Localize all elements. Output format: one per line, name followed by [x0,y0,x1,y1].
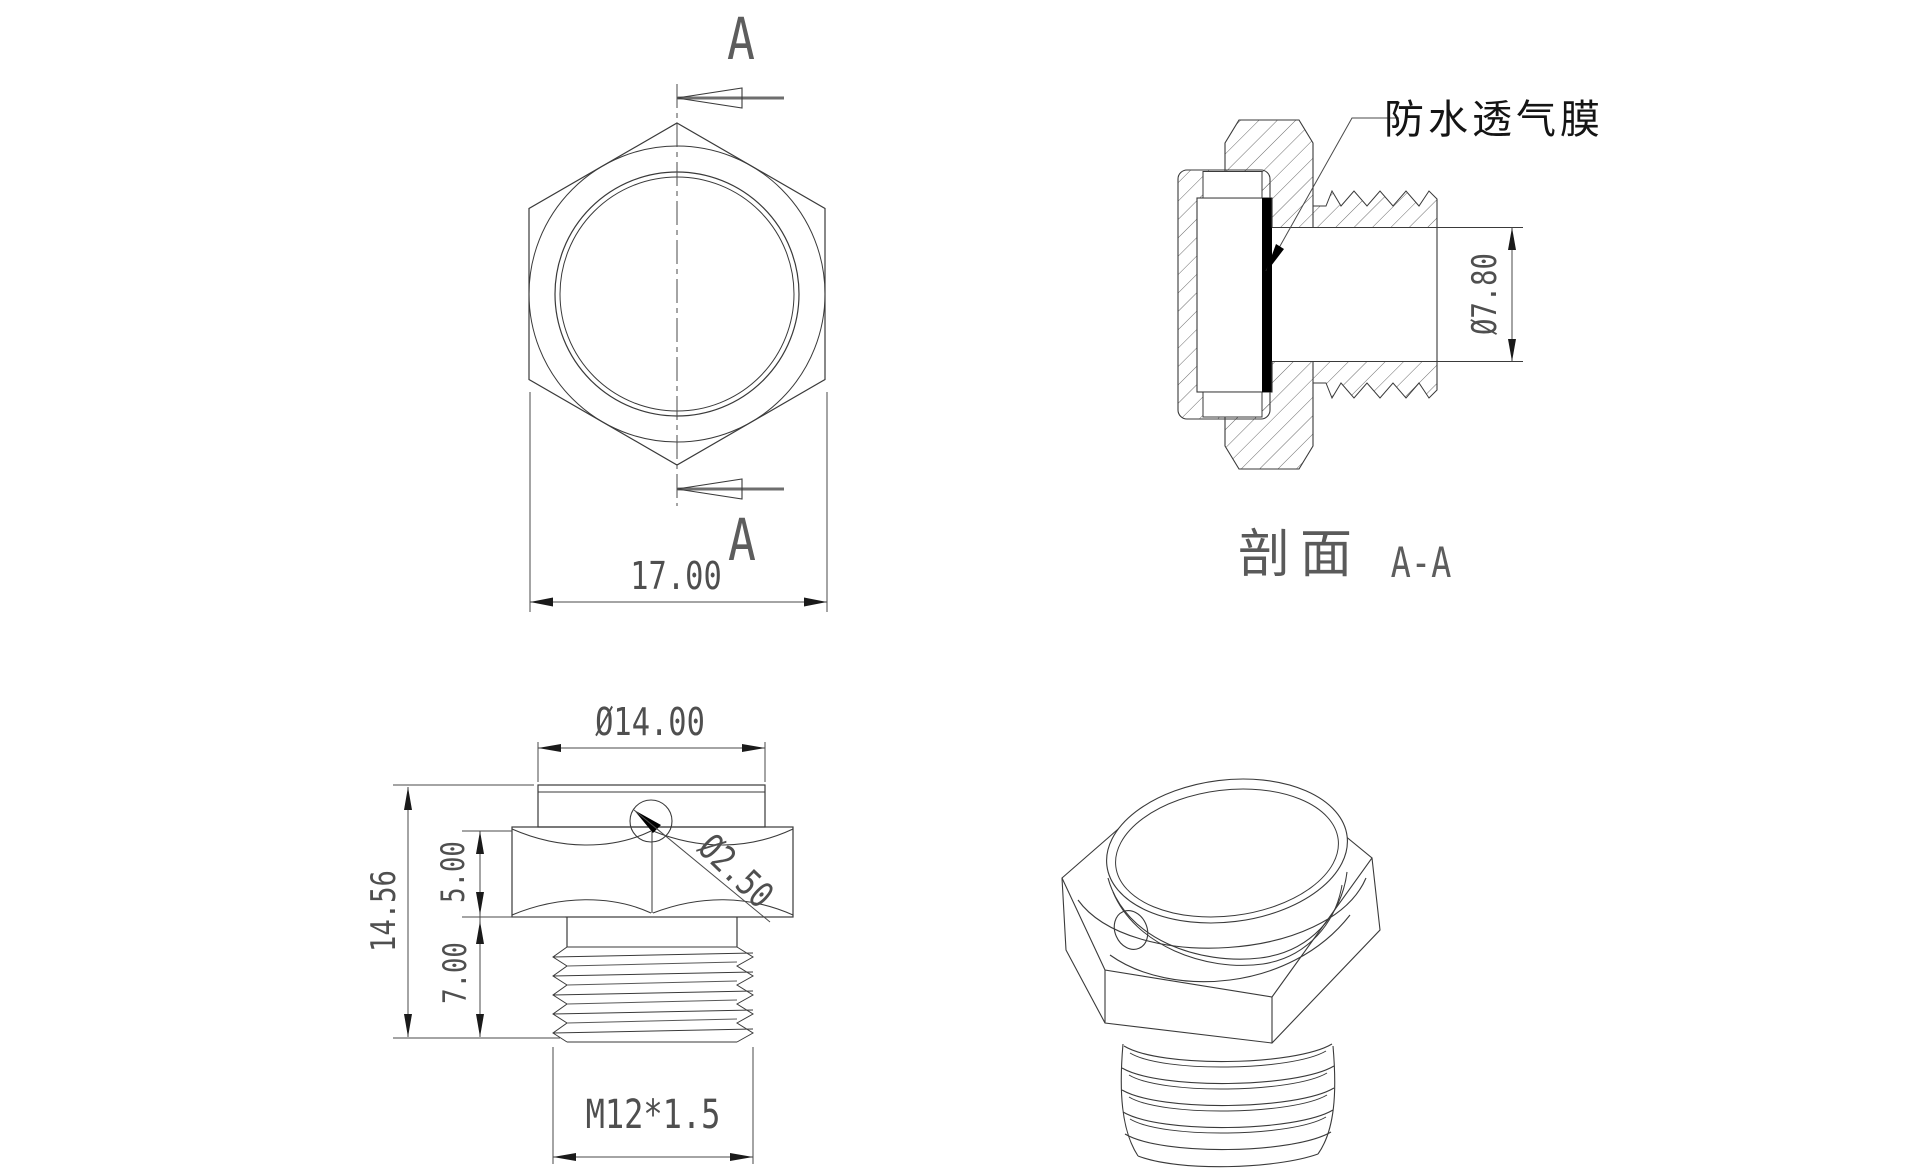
section-label-top: A [727,5,755,73]
side-view [393,742,794,1164]
section-caption: 剖面 [1237,525,1363,585]
dim-thread-spec: M12*1.5 [585,1092,721,1138]
section-view [1177,117,1523,470]
membrane-label: 防水透气膜 [1384,97,1604,143]
dim-across-flats: 17.00 [630,554,722,598]
membrane-bar [1262,198,1272,392]
section-caption-ref: A-A [1390,538,1452,587]
dim-membrane-dia: Ø7.80 [1465,253,1505,335]
dim-overall-height: 14.56 [364,870,404,952]
isometric-view [1061,778,1381,1168]
dim-thread-length: 7.00 [436,942,474,1004]
front-view [528,84,828,612]
vent-hole [629,799,673,843]
section-label-bottom: A [728,506,756,574]
dim-head-height: 5.00 [434,841,472,903]
membrane-leader [1265,117,1399,272]
dim-cap-dia: Ø14.00 [595,700,705,744]
